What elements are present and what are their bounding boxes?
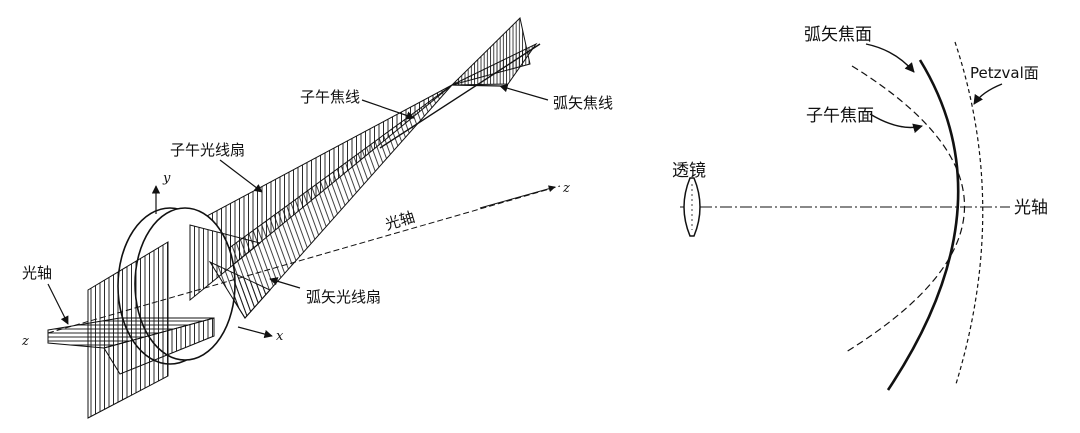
leader-sagittal-focal [499, 84, 549, 101]
focal-lines [379, 43, 541, 149]
axis-label-x: x [276, 329, 284, 344]
sagittal-fan [209, 42, 538, 319]
meridional-surface-curve [845, 65, 966, 353]
petzval-surface-curve [954, 41, 984, 385]
lens-shape [683, 177, 701, 237]
object-horizontal-fan [47, 317, 215, 375]
label-sagittal-focal-line: 弧矢焦线 [553, 94, 613, 112]
z-axis-arrow [479, 185, 556, 209]
axis-label-y: y [162, 171, 171, 186]
label-sagittal-fan: 弧矢光线扇 [306, 288, 381, 306]
label-lens: 透镜 [672, 161, 706, 181]
sagittal-fan-near [208, 260, 271, 319]
leader-petzval-surface [973, 83, 1003, 105]
leader-meridional-focal [361, 99, 415, 120]
leader-meridional-fan [219, 159, 263, 193]
right-diagram: 弧矢焦面 子午焦面 Petzval面 透镜 光轴 [672, 25, 1048, 391]
label-optical-axis-mid: 光轴 [383, 208, 417, 234]
sagittal-surface-curve [886, 59, 960, 391]
label-meridional-surface: 子午焦面 [806, 106, 874, 126]
leader-meridional-surface [869, 113, 923, 134]
label-sagittal-surface: 弧矢焦面 [804, 25, 872, 45]
label-optical-axis-right: 光轴 [1014, 198, 1048, 218]
label-meridional-fan: 子午光线扇 [170, 141, 245, 159]
x-axis-arrow [237, 326, 273, 339]
left-diagram: 子午焦线 弧矢焦线 子午光线扇 弧矢光线扇 光轴 光轴 y z z x [21, 17, 613, 419]
leader-sagittal-surface [865, 43, 915, 73]
axis-label-z-right: z [562, 181, 570, 196]
leader-sagittal-fan [269, 277, 301, 289]
leader-optical-axis-left [47, 283, 69, 325]
label-meridional-focal-line: 子午焦线 [300, 88, 360, 106]
axis-label-z-left: z [21, 334, 29, 349]
optical-axis-line [47, 185, 561, 334]
label-optical-axis-left: 光轴 [22, 264, 52, 282]
label-petzval-surface: Petzval面 [970, 64, 1039, 82]
